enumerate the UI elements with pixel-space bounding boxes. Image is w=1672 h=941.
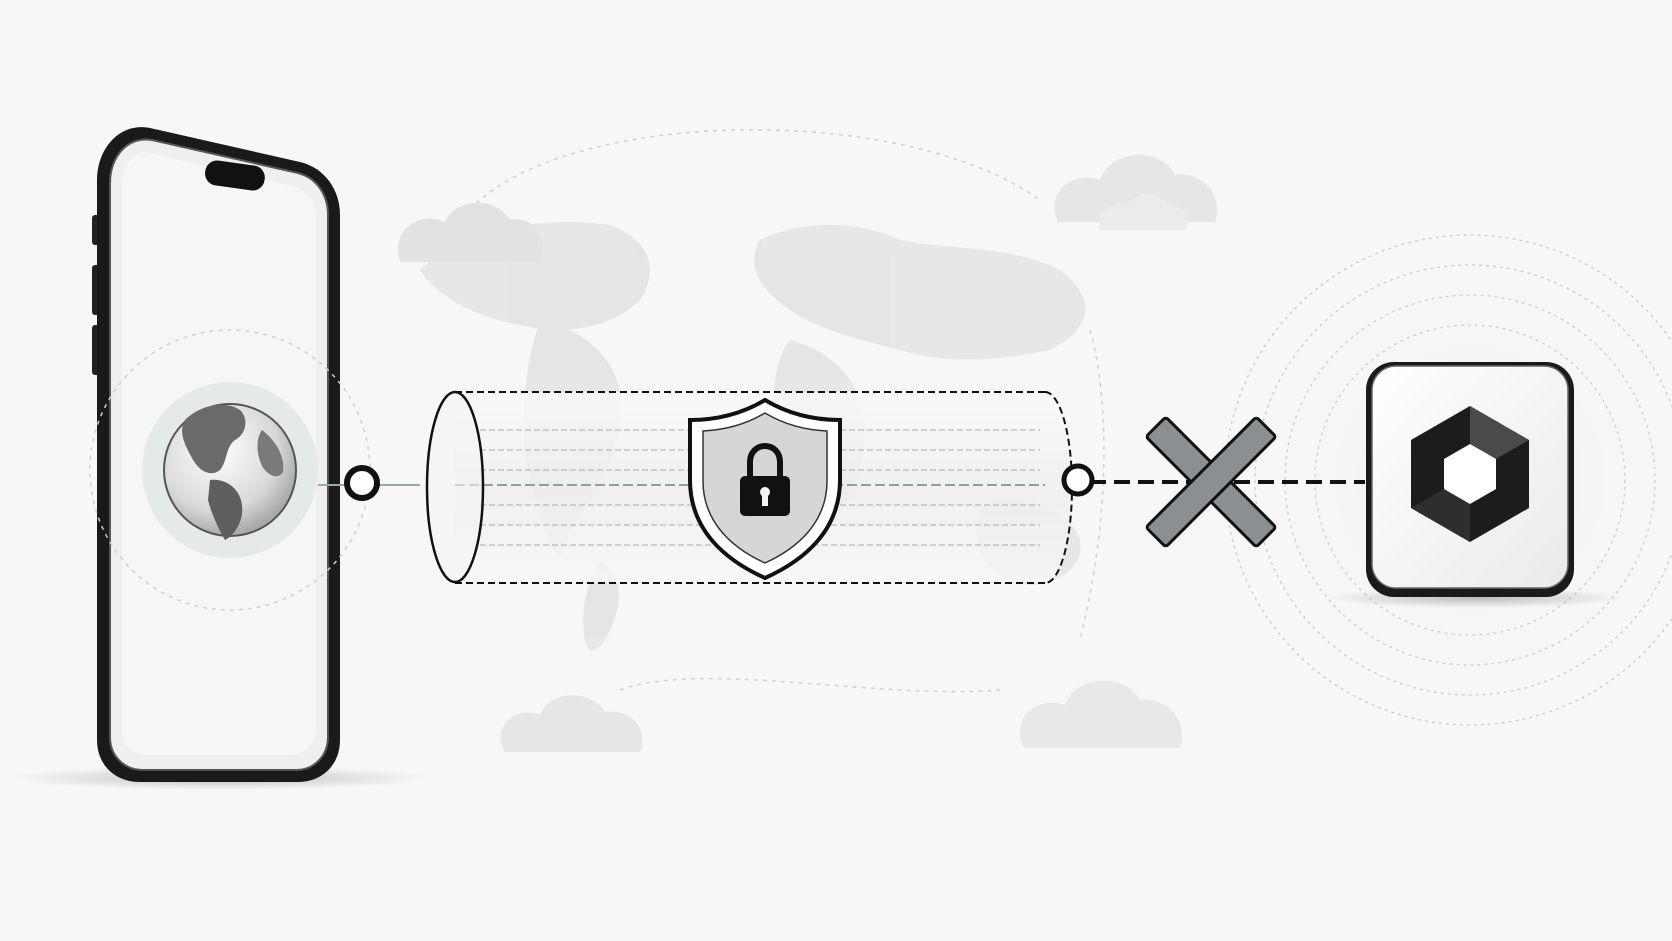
cloud-icon (398, 202, 543, 262)
globe-icon (163, 403, 297, 540)
cloud-icon (1054, 154, 1218, 222)
connector-node (344, 465, 380, 501)
world-map (420, 222, 1086, 651)
phone-notch (205, 160, 265, 191)
connector-node (1061, 463, 1095, 497)
cloud-icon (1020, 680, 1183, 748)
cloud-icon (1099, 193, 1188, 230)
blocked-x-icon (1145, 416, 1277, 548)
shield-lock-icon (688, 397, 842, 581)
hexagon-logo-icon (1411, 406, 1529, 542)
orbit-arcs (469, 129, 1105, 693)
cloud-icon (500, 695, 643, 752)
